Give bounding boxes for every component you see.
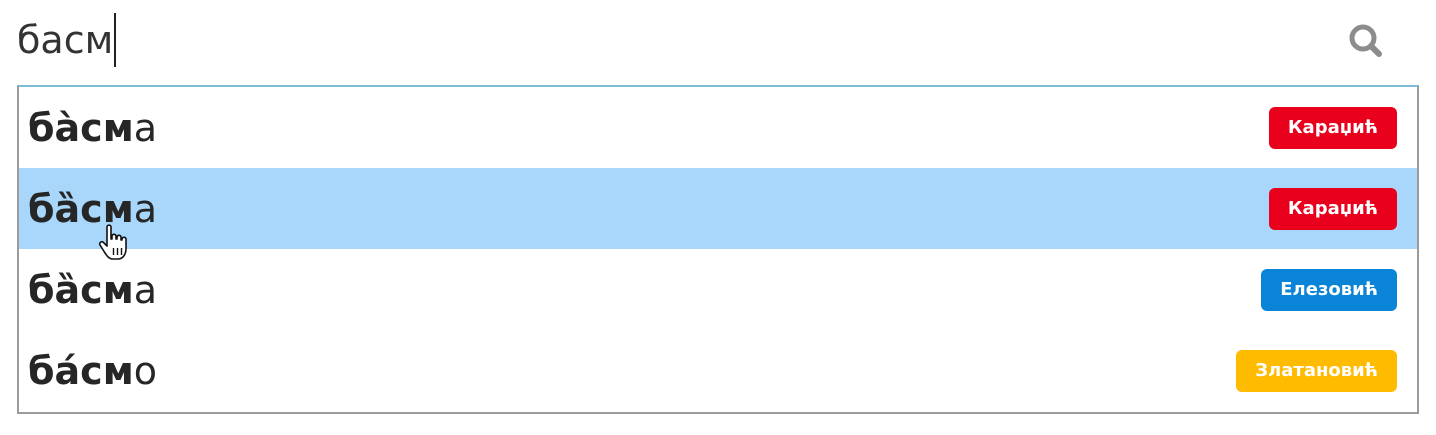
suggestion-item[interactable]: ба̀сма Караџић xyxy=(19,87,1417,168)
search-button[interactable] xyxy=(1345,20,1389,64)
suggestion-item[interactable]: ба́смо Златановић xyxy=(19,330,1417,411)
suggestion-item-highlighted[interactable]: ба̏сма Караџић xyxy=(19,168,1417,249)
suggestion-rest: а xyxy=(133,267,158,312)
autocomplete-dropdown: ба̀сма Караџић ба̏сма Караџић ба̏сма Еле… xyxy=(17,85,1419,414)
suggestion-match: ба̏см xyxy=(28,186,134,231)
source-badge: Караџић xyxy=(1268,106,1397,149)
suggestion-word: ба̏сма xyxy=(28,268,157,312)
source-badge: Караџић xyxy=(1268,187,1397,230)
suggestion-rest: а xyxy=(133,105,158,150)
search-input-value: басм xyxy=(17,18,114,62)
suggestion-word: ба̀сма xyxy=(28,106,157,150)
search-icon xyxy=(1345,20,1389,64)
search-input[interactable]: басм xyxy=(17,12,117,68)
source-badge: Златановић xyxy=(1236,349,1397,392)
suggestion-match: ба̏см xyxy=(28,267,134,312)
suggestion-rest: о xyxy=(133,348,158,393)
suggestion-rest: а xyxy=(133,186,158,231)
search-bar: басм xyxy=(17,0,1417,86)
text-caret xyxy=(114,13,117,67)
suggestion-match: ба́см xyxy=(28,348,134,393)
suggestion-match: ба̀см xyxy=(28,105,134,150)
suggestion-word: ба̏сма xyxy=(28,187,157,231)
suggestion-word: ба́смо xyxy=(28,349,157,393)
suggestion-item[interactable]: ба̏сма Елезовић xyxy=(19,249,1417,330)
source-badge: Елезовић xyxy=(1261,268,1397,311)
